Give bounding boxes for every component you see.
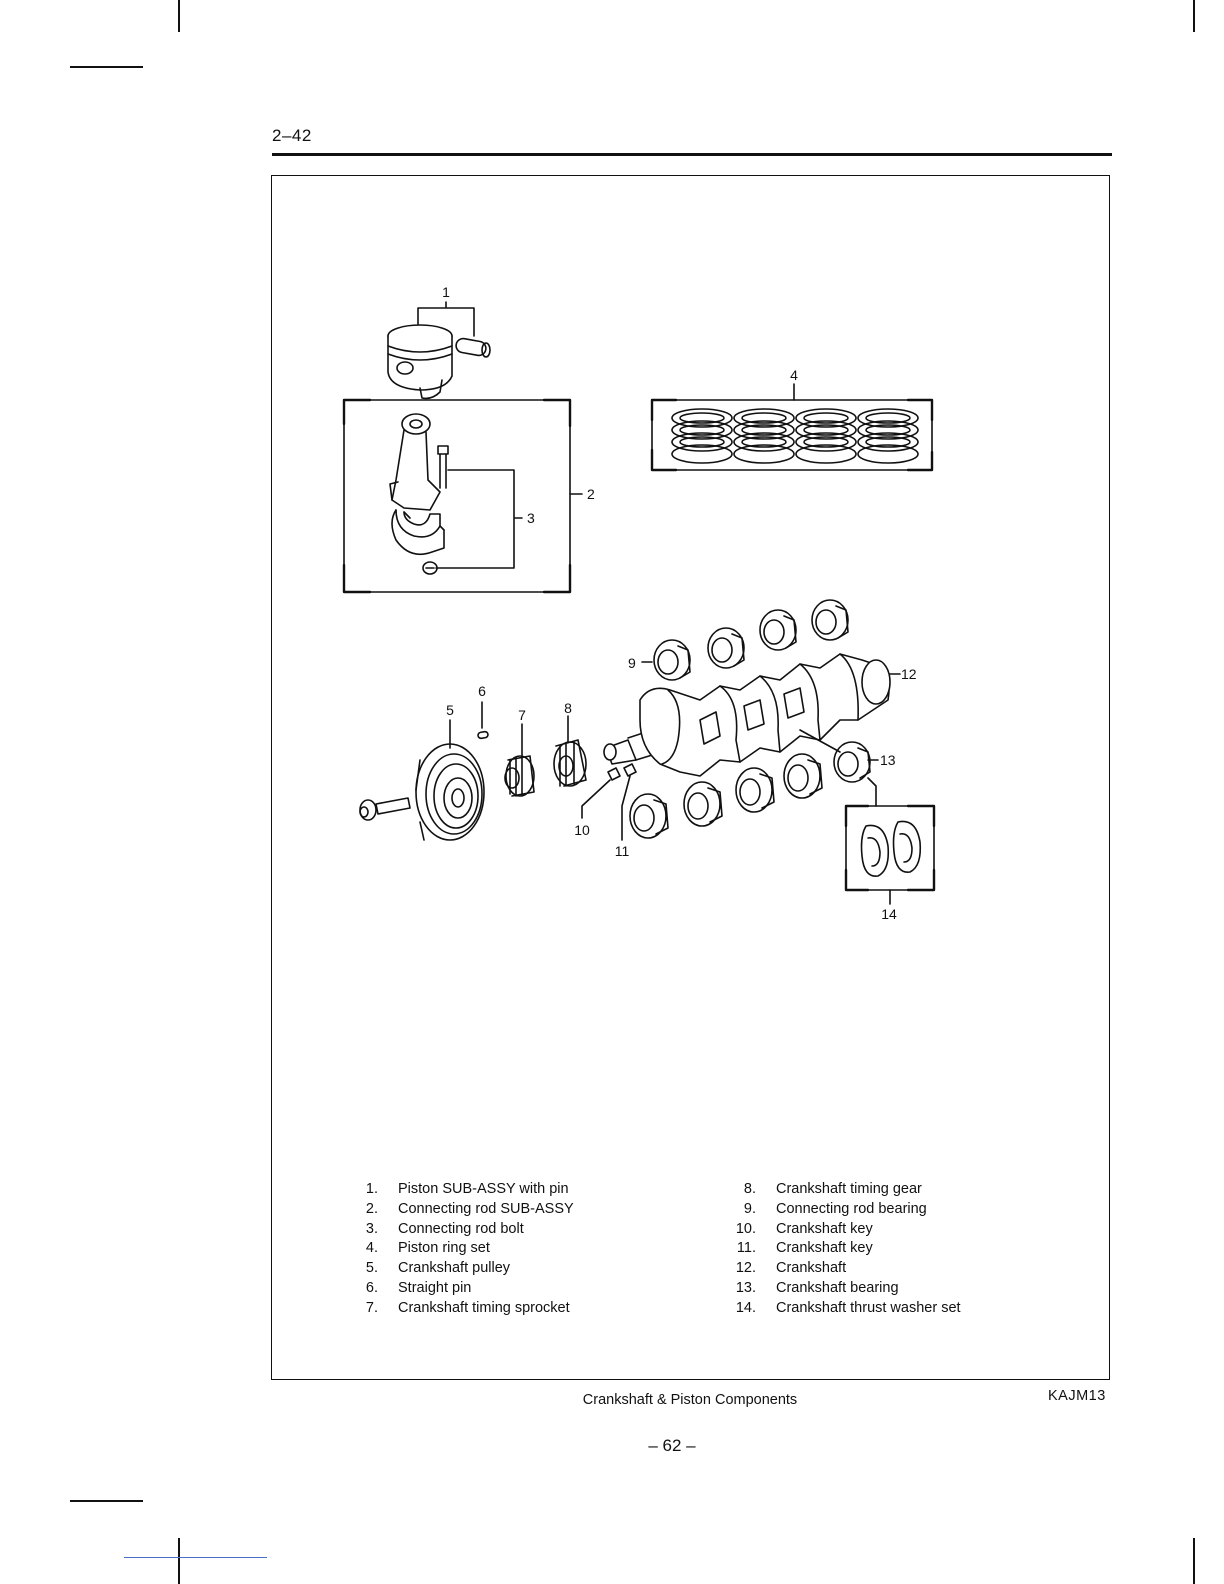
legend-left: 1.Piston SUB-ASSY with pin 2.Connecting …: [344, 1180, 574, 1319]
piston-ring-set-icon: [671, 408, 919, 464]
legend-item: 10.Crankshaft key: [735, 1220, 873, 1237]
figure-caption: Crankshaft & Piston Components: [582, 1392, 798, 1408]
legend-item: 3.Connecting rod bolt: [365, 1220, 524, 1237]
callout-12: 12: [901, 666, 917, 682]
callout-13: 13: [880, 752, 896, 768]
legend-item: 11.Crankshaft key: [736, 1240, 873, 1257]
page-number-header: 2–42: [272, 126, 312, 145]
callout-6: 6: [478, 683, 486, 699]
straight-pin-icon: [477, 730, 489, 740]
crankshaft-pulley-icon: [415, 743, 485, 841]
callout-14: 14: [881, 906, 897, 922]
callout-3: 3: [527, 510, 535, 526]
legend-item: 4.Piston ring set: [365, 1240, 490, 1257]
crankshaft-icon: [603, 653, 891, 777]
callout-1: 1: [442, 284, 450, 300]
legend-item: 8.Crankshaft timing gear: [743, 1181, 922, 1197]
legend-item: 5.Crankshaft pulley: [365, 1260, 511, 1277]
callout-8: 8: [564, 700, 572, 716]
figure-frame: [271, 175, 1110, 1380]
crop-mark-bottom-blue-line: [124, 1557, 267, 1558]
callout-10: 10: [574, 822, 590, 838]
timing-sprocket-icon: [504, 755, 535, 797]
crankshaft-key-icon-2: [623, 763, 637, 777]
crop-mark-top-left-horizontal: [70, 66, 143, 68]
crop-mark-bottom-left-horizontal: [70, 1500, 143, 1502]
legend-item: 12.Crankshaft: [735, 1260, 847, 1277]
figure-code: KAJM13: [1048, 1388, 1106, 1404]
connecting-rod-bearing-icon: [653, 599, 849, 681]
crop-mark-top-left-vertical: [178, 0, 180, 32]
callout-11: 11: [615, 843, 630, 859]
callout-2: 2: [587, 486, 595, 502]
legend-item: 14.Crankshaft thrust washer set: [735, 1299, 961, 1316]
legend-right: 8.Crankshaft timing gear 9.Connecting ro…: [722, 1180, 961, 1319]
callout-4: 4: [790, 367, 798, 383]
callout-7: 7: [518, 707, 526, 723]
crop-mark-bottom-right-vertical: [1193, 1538, 1195, 1584]
legend-item: 9.Connecting rod bearing: [743, 1200, 927, 1217]
thrust-washer-icon: [860, 820, 922, 877]
crankshaft-key-icon: [607, 767, 621, 781]
piston-icon: [387, 324, 491, 400]
crankshaft-bearing-icon: [629, 741, 871, 839]
callout-9: 9: [628, 655, 636, 671]
pulley-bolt-icon: [359, 797, 411, 821]
legend-item: 2.Connecting rod SUB-ASSY: [365, 1200, 574, 1217]
callout-5: 5: [446, 702, 454, 718]
legend-item: 6.Straight pin: [365, 1279, 472, 1296]
legend-item: 1.Piston SUB-ASSY with pin: [365, 1181, 569, 1197]
connecting-rod-bolt-icon: [422, 445, 449, 575]
header-rule: [272, 153, 1112, 156]
page-number-footer: – 62 –: [648, 1436, 696, 1455]
legend-item: 13.Crankshaft bearing: [735, 1279, 899, 1296]
timing-gear-icon: [553, 739, 587, 787]
connecting-rod-icon: [389, 413, 445, 556]
legend-item: 7.Crankshaft timing sprocket: [365, 1299, 570, 1316]
crop-mark-bottom-left-vertical: [178, 1538, 180, 1584]
crop-mark-top-right-vertical: [1193, 0, 1195, 32]
